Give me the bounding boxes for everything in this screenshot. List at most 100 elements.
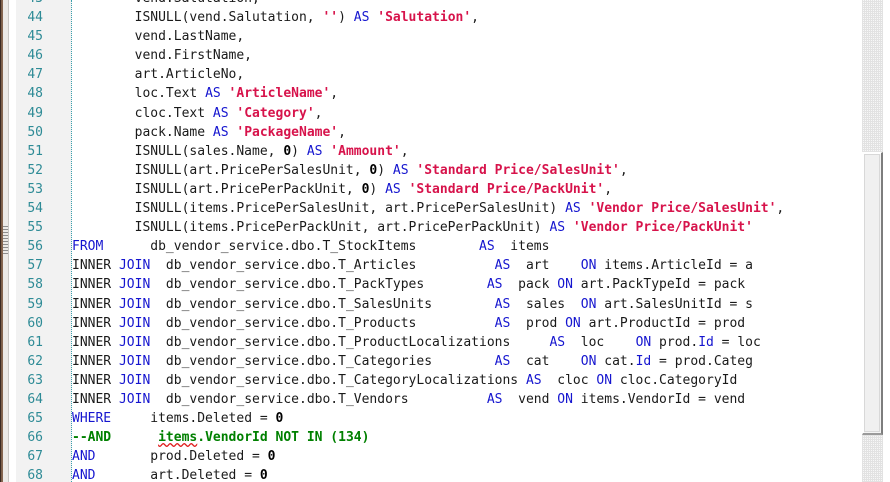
line-number: 62 <box>27 353 43 369</box>
line-number: 56 <box>27 239 43 255</box>
line-number: 67 <box>27 449 43 465</box>
code-token-keyword: ON <box>557 277 573 293</box>
code-token-plain: INNER <box>72 391 119 407</box>
code-line[interactable]: ISNULL(vend.Salutation, '') AS 'Salutati… <box>72 8 784 27</box>
code-token-keyword: ON <box>580 353 597 369</box>
code-line[interactable]: WHERE items.Deleted = 0 <box>72 409 784 428</box>
code-token-plain: art.ProductId = prod <box>580 315 746 331</box>
code-line[interactable]: ISNULL(art.PricePerSalesUnit, 0) AS 'Sta… <box>72 161 784 180</box>
code-line[interactable]: vend.Salutation, <box>72 0 784 8</box>
code-token-string: 'Category' <box>236 105 315 121</box>
code-line[interactable]: vend.LastName, <box>72 27 784 46</box>
line-number: 48 <box>27 86 43 102</box>
line-number: 52 <box>27 162 43 178</box>
line-number: 59 <box>27 296 43 312</box>
line-number-gutter[interactable]: 4344454647484950515253545556575859606162… <box>16 0 72 482</box>
code-line[interactable]: pack.Name AS 'PackageName', <box>72 123 784 142</box>
code-line[interactable]: FROM db_vendor_service.dbo.T_StockItems … <box>72 237 784 256</box>
code-token-keyword: AS <box>212 105 229 121</box>
code-token-plain <box>401 182 409 197</box>
code-token-number: 0 <box>369 162 378 178</box>
code-token-plain: art.SalesUnitId = s <box>596 296 753 312</box>
code-token-plain: ) <box>369 181 386 197</box>
code-line[interactable]: INNER JOIN db_vendor_service.dbo.T_Vendo… <box>72 390 784 409</box>
code-token-plain: items.ArticleId = a <box>596 258 753 274</box>
code-line[interactable]: cloc.Text AS 'Category', <box>72 104 784 123</box>
code-token-keyword: AS <box>392 162 409 178</box>
code-line[interactable]: AND art.Deleted = 0 <box>72 466 784 482</box>
line-number: 55 <box>27 220 43 236</box>
code-line[interactable]: vend.FirstName, <box>72 46 784 65</box>
code-line[interactable]: ISNULL(art.PricePerPackUnit, 0) AS 'Stan… <box>72 180 784 199</box>
code-token-plain: sales <box>510 296 581 312</box>
code-token-keyword: WHERE <box>72 411 112 427</box>
code-token-plain: vend <box>502 391 558 407</box>
code-token-keyword: JOIN <box>118 334 151 350</box>
vertical-scrollbar[interactable] <box>856 0 890 482</box>
code-line[interactable]: INNER JOIN db_vendor_service.dbo.T_Produ… <box>72 314 784 333</box>
line-number: 46 <box>27 48 43 64</box>
line-number: 53 <box>27 181 43 197</box>
code-line[interactable]: --AND items.VendorId NOT IN (134) <box>72 428 784 447</box>
code-token-plain: INNER <box>72 315 119 331</box>
code-token-keyword: AS <box>486 391 503 407</box>
code-line[interactable]: INNER JOIN db_vendor_service.dbo.T_Sales… <box>72 295 784 314</box>
code-token-keyword: AS <box>494 296 511 312</box>
code-token-plain: db_vendor_service.dbo.T_StockItems <box>103 239 479 255</box>
code-token-plain: cloc.Text <box>72 105 213 121</box>
code-line[interactable]: INNER JOIN db_vendor_service.dbo.T_Artic… <box>72 256 784 275</box>
code-line[interactable]: INNER JOIN db_vendor_service.dbo.T_PackT… <box>72 275 784 294</box>
code-line[interactable]: INNER JOIN db_vendor_service.dbo.T_Categ… <box>72 352 784 371</box>
code-token-keyword: AND <box>72 468 96 482</box>
code-token-plain <box>581 201 589 216</box>
left-splitter-grip[interactable] <box>3 226 8 256</box>
code-token-plain: , <box>330 86 339 102</box>
code-token-plain: db_vendor_service.dbo.T_Articles <box>150 258 495 274</box>
code-token-plain: vend.FirstName, <box>72 48 253 64</box>
code-line[interactable]: AND prod.Deleted = 0 <box>72 447 784 466</box>
code-token-plain: pack <box>502 277 558 293</box>
code-token-plain: prod <box>510 315 566 331</box>
code-token-plain: db_vendor_service.dbo.T_Vendors <box>150 391 487 407</box>
code-token-keyword: Id <box>635 353 652 369</box>
code-token-plain: ISNULL(items.PricePerPackUnit, art.Price… <box>72 220 550 236</box>
code-text-area[interactable]: vend.Salutation, ISNULL(vend.Salutation,… <box>72 0 856 482</box>
code-token-keyword: AS <box>549 334 566 350</box>
code-token-keyword: JOIN <box>118 315 151 331</box>
code-token-plain: ) <box>377 162 393 178</box>
code-token-plain: ISNULL(art.PricePerPackUnit, <box>72 181 362 197</box>
code-token-string: 'Vendor Price/PackUnit' <box>572 220 753 236</box>
code-line[interactable]: ISNULL(items.PricePerSalesUnit, art.Pric… <box>72 199 785 218</box>
code-token-keyword: JOIN <box>118 296 151 312</box>
code-token-plain: ) <box>291 143 307 159</box>
code-token-plain: INNER <box>72 353 119 369</box>
code-token-keyword: AS <box>205 86 221 102</box>
code-token-plain: , <box>471 10 479 26</box>
code-token-plain: , <box>338 124 346 140</box>
code-token-plain: INNER <box>72 296 119 312</box>
code-line[interactable]: art.ArticleNo, <box>72 65 784 84</box>
code-token-plain: prod.Deleted = <box>95 449 268 465</box>
code-line-list: vend.Salutation, ISNULL(vend.Salutation,… <box>72 0 784 482</box>
vertical-scrollbar-thumb[interactable] <box>862 152 883 435</box>
code-token-plain: db_vendor_service.dbo.T_CategoryLocaliza… <box>150 372 526 388</box>
code-token-error: items <box>158 430 198 446</box>
code-token-plain: prod. <box>651 334 699 350</box>
code-token-plain: ISNULL(vend.Salutation, <box>72 10 323 26</box>
code-token-plain: art <box>510 258 581 274</box>
code-token-plain: = prod.Categ <box>651 353 753 369</box>
code-line[interactable]: INNER JOIN db_vendor_service.dbo.T_Categ… <box>72 371 784 390</box>
code-token-plain: art.Deleted = <box>95 468 260 482</box>
code-line[interactable]: ISNULL(items.PricePerPackUnit, art.Price… <box>72 218 784 237</box>
code-line[interactable]: INNER JOIN db_vendor_service.dbo.T_Produ… <box>72 333 784 352</box>
code-line[interactable]: loc.Text AS 'ArticleName', <box>72 84 784 103</box>
code-token-keyword: Id <box>698 334 714 350</box>
code-token-plain: items.VendorId = vend <box>572 391 746 407</box>
code-line[interactable]: ISNULL(sales.Name, 0) AS 'Ammount', <box>72 142 784 161</box>
code-token-keyword: AS <box>479 239 495 255</box>
code-token-plain: art.ArticleNo, <box>72 67 245 83</box>
code-token-plain: pack.Name <box>72 124 213 140</box>
code-token-plain: cloc.CategoryId <box>612 372 738 388</box>
code-token-plain: INNER <box>72 334 119 350</box>
